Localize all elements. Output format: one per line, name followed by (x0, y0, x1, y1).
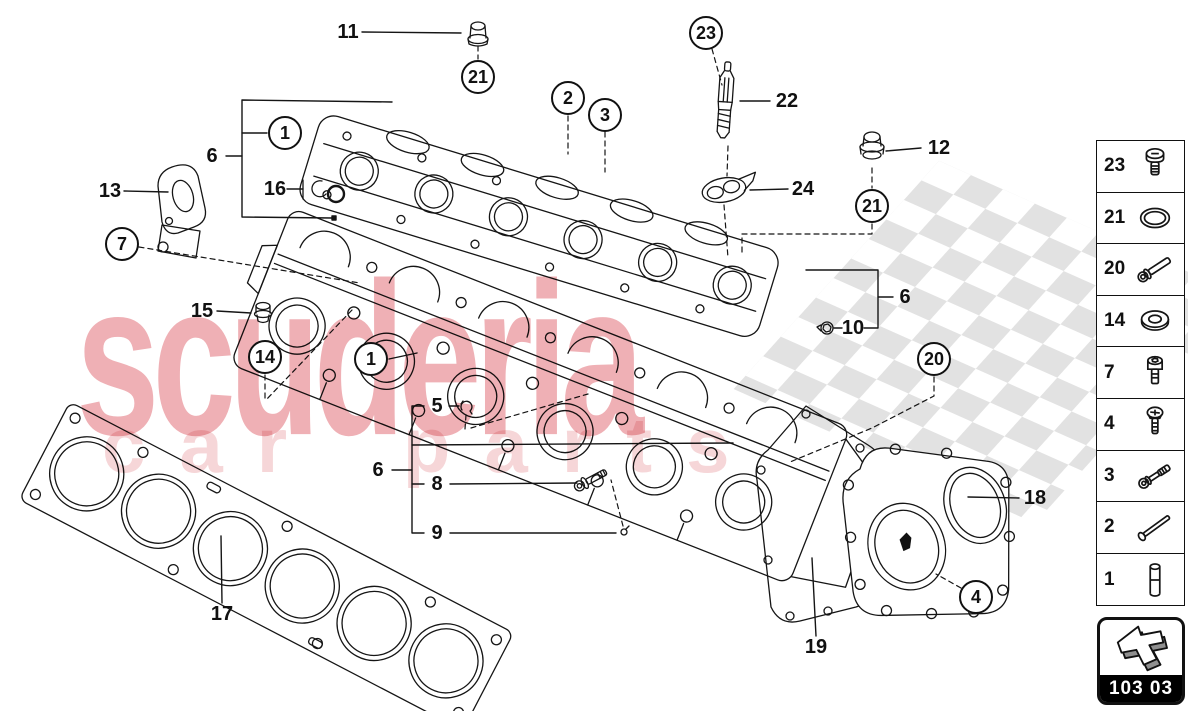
small-plug-drawing (253, 301, 273, 324)
legend-part-number: 3 (1104, 464, 1115, 486)
callout-circle-14[interactable]: 14 (248, 340, 282, 374)
legend-part-number: 2 (1104, 516, 1115, 538)
retaining-clip-drawing (701, 171, 757, 204)
legend-part-number: 1 (1104, 568, 1115, 590)
callout-label-13[interactable]: 13 (98, 180, 122, 202)
legend-part-number: 23 (1104, 155, 1126, 177)
legend-row-14[interactable]: 14 (1097, 295, 1184, 348)
callout-circle-4[interactable]: 4 (959, 580, 993, 614)
small-clip-drawing (460, 400, 473, 415)
callout-label-15[interactable]: 15 (190, 300, 214, 322)
legend-row-1[interactable]: 1 (1097, 553, 1184, 606)
seal-rings-drawing (302, 179, 346, 204)
legend-row-3[interactable]: 3 (1097, 450, 1184, 503)
callout-circle-1[interactable]: 1 (268, 116, 302, 150)
washer-icon (1140, 310, 1170, 332)
callout-label-5[interactable]: 5 (431, 395, 443, 417)
socket-head-bolt-icon (1146, 355, 1164, 385)
callout-label-12[interactable]: 12 (927, 137, 951, 159)
legend-row-21[interactable]: 21 (1097, 192, 1184, 245)
callout-label-18[interactable]: 18 (1023, 487, 1047, 509)
callout-label-6[interactable]: 6 (372, 459, 384, 481)
callout-label-6[interactable]: 6 (206, 145, 218, 167)
legend-row-23[interactable]: 23 (1097, 141, 1184, 193)
flange-screw-icon (1145, 148, 1165, 176)
bracket-drawing (157, 164, 207, 259)
callout-label-16[interactable]: 16 (263, 178, 287, 200)
callout-circle-20[interactable]: 20 (917, 342, 951, 376)
callout-circle-23[interactable]: 23 (689, 16, 723, 50)
callout-label-6[interactable]: 6 (899, 286, 911, 308)
legend-part-number: 7 (1104, 361, 1115, 383)
legend-part-number: 4 (1104, 413, 1115, 435)
callout-label-10[interactable]: 10 (841, 317, 865, 339)
pan-head-screw-icon (1146, 406, 1164, 435)
sealing-cap-drawing (467, 21, 489, 47)
callout-label-9[interactable]: 9 (431, 522, 443, 544)
callout-label-11[interactable]: 11 (337, 21, 359, 43)
page-code: 103 03 (1100, 675, 1182, 702)
callout-circle-21[interactable]: 21 (461, 60, 495, 94)
pin-drawing (620, 525, 630, 536)
callout-label-8[interactable]: 8 (431, 473, 443, 495)
leader-lines (123, 31, 1020, 637)
valve-cover-drawing (299, 115, 779, 337)
long-bolt-icon (1135, 254, 1174, 286)
o-ring-icon (1139, 207, 1171, 229)
legend-part-number: 20 (1104, 258, 1126, 280)
shoulder-bolt-icon (1136, 461, 1173, 491)
spark-plug-drawing (716, 61, 735, 139)
legend-row-20[interactable]: 20 (1097, 244, 1184, 296)
small-bolt-drawing (816, 321, 834, 335)
legend-row-7[interactable]: 7 (1097, 347, 1184, 399)
cylinder-head-drawing (233, 210, 882, 588)
callout-circle-21[interactable]: 21 (855, 189, 889, 223)
head-gasket-drawing (21, 404, 512, 711)
callout-label-19[interactable]: 19 (804, 636, 828, 658)
legend-row-2[interactable]: 2 (1097, 502, 1184, 554)
legend-part-number: 14 (1104, 310, 1126, 332)
callout-label-22[interactable]: 22 (775, 90, 799, 112)
back-arrow-icon[interactable] (1100, 620, 1182, 675)
callout-label-24[interactable]: 24 (791, 178, 815, 200)
callout-circle-1[interactable]: 1 (354, 342, 388, 376)
callout-circle-2[interactable]: 2 (551, 81, 585, 115)
callout-label-17[interactable]: 17 (210, 603, 234, 625)
long-thin-bolt-icon (1136, 513, 1173, 544)
dowel-pin-icon (1149, 562, 1161, 597)
legend-row-4[interactable]: 4 (1097, 398, 1184, 451)
stud-bolt-drawing (573, 469, 608, 492)
timing-cover-drawing (842, 443, 1016, 620)
callout-circle-3[interactable]: 3 (588, 98, 622, 132)
page-nav-box[interactable]: 103 03 (1097, 617, 1185, 705)
plug-drawing (859, 131, 885, 160)
assembly-dashed-lines (138, 45, 962, 589)
callout-circle-7[interactable]: 7 (105, 227, 139, 261)
legend-part-number: 21 (1104, 206, 1126, 228)
